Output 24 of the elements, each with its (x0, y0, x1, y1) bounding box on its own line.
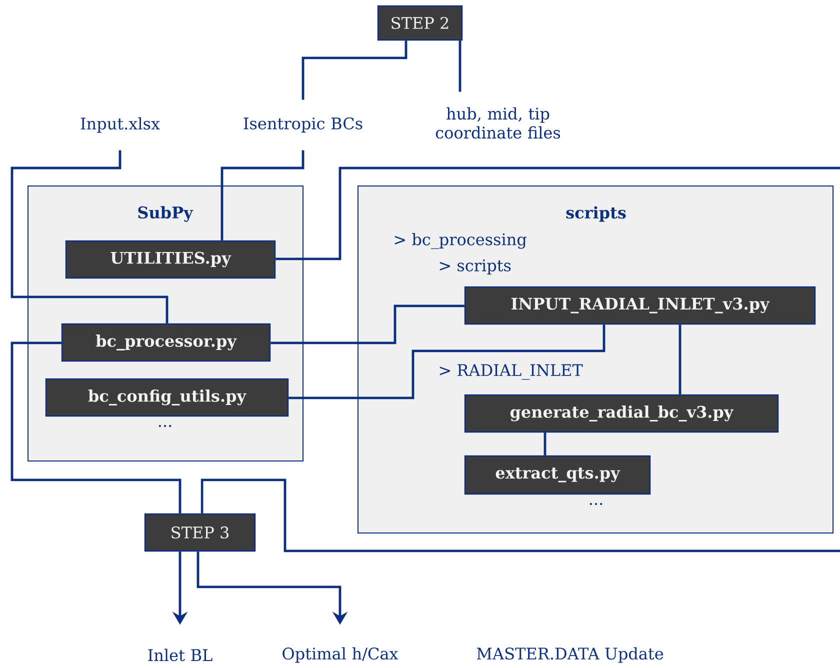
file-box: extract_qts.py (464, 455, 651, 495)
node-label: hub, mid, tip coordinate files (436, 107, 560, 139)
connector (10, 342, 182, 514)
output-label: MASTER.DATA Update (476, 647, 664, 663)
file-box: bc_processor.py (61, 323, 271, 362)
file-box: INPUT_RADIAL_INLET_v3.py (464, 286, 816, 325)
file-box: bc_config_utils.py (45, 378, 289, 417)
file-box: generate_radial_bc_v3.py (464, 394, 779, 433)
node-label: Isentropic BCs (244, 117, 362, 133)
connector (302, 40, 408, 100)
connector (544, 432, 546, 456)
connector (288, 324, 606, 400)
step-box: STEP 2 (377, 5, 463, 41)
connector (200, 166, 840, 552)
connector (220, 150, 304, 240)
node-label: Inlet BL (148, 648, 212, 662)
node-label: Input.xlsx (80, 117, 160, 133)
connector (10, 150, 168, 324)
node-label: Optimal h/Cax (282, 647, 398, 663)
connector (678, 324, 682, 394)
step-box: STEP 3 (144, 513, 256, 552)
connector (270, 304, 464, 344)
connector (458, 40, 462, 92)
file-box: UTILITIES.py (65, 240, 276, 279)
